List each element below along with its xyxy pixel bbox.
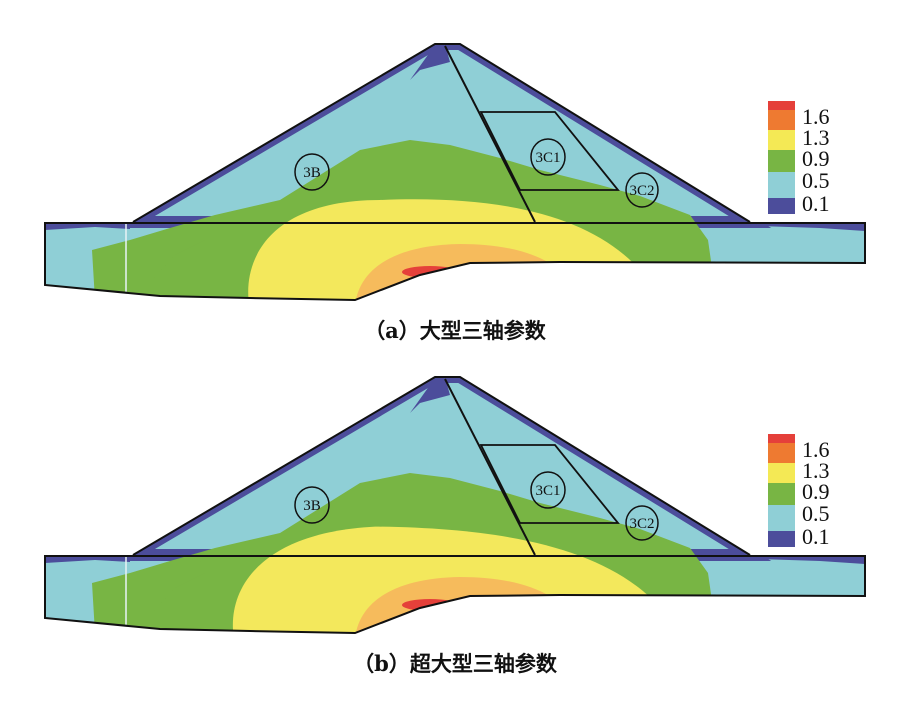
contour-band-0.1-crest: [410, 377, 450, 413]
foundation-outline: [44, 555, 866, 635]
legend-label: 1.6: [802, 437, 830, 462]
legend-label: 0.9: [802, 146, 830, 171]
zone-label-3b: 3B: [303, 498, 321, 514]
legend-label: 0.5: [802, 168, 830, 193]
legend-swatch: [768, 110, 795, 130]
core-boundary-line: [444, 378, 536, 556]
zone-label-3b: 3B: [303, 165, 321, 181]
zone-label-3c2: 3C2: [629, 183, 654, 199]
contour-band-0.9-left: [150, 220, 265, 300]
zone-label-circle: [294, 486, 330, 524]
legend-swatch: [768, 150, 795, 172]
zone-label-circle: [530, 471, 566, 509]
zone-label-3c2: 3C2: [629, 516, 654, 532]
core-boundary-line: [444, 45, 536, 223]
zone-label-3c1: 3C1: [535, 150, 560, 166]
dam-outline: [132, 43, 751, 223]
legend-swatch: [768, 101, 795, 110]
panel-caption: （a）大型三轴参数: [364, 318, 547, 343]
legend-swatch: [768, 531, 795, 547]
foundation-outline: [44, 222, 866, 302]
contour-fill: [45, 44, 865, 300]
zone-label-circle: [530, 138, 566, 176]
legend-swatch: [768, 483, 795, 505]
legend-swatch: [768, 443, 795, 463]
legend-swatch: [768, 172, 795, 198]
dam-outline: [132, 376, 751, 556]
zone-label-circle: [294, 153, 330, 191]
legend-label: 1.6: [802, 104, 830, 129]
zone-3c1-boundary: [479, 111, 620, 191]
legend-label: 1.3: [802, 125, 830, 150]
legend-swatch: [768, 505, 795, 531]
panel-b: 3B 3C1 3C2 1.61.30.90.50.1 （b）超大型三轴参数: [44, 376, 866, 676]
zone-3c1-boundary: [479, 444, 620, 524]
contour-band-0.1-right: [750, 555, 865, 564]
contour-band-0.1-crest: [410, 44, 450, 80]
zone-label-3c1: 3C1: [535, 483, 560, 499]
legend-swatch: [768, 198, 795, 214]
legend-label: 0.5: [802, 501, 830, 526]
panel-a: 3B 3C1 3C2 1.61.30.90.50.1 （a）大型三轴参数: [44, 43, 866, 343]
panel-caption: （b）超大型三轴参数: [353, 651, 558, 676]
contour-band-0.1-right: [750, 222, 865, 231]
legend-swatch: [768, 463, 795, 483]
legend-label: 1.3: [802, 458, 830, 483]
zone-label-circle: [625, 172, 659, 208]
legend-label: 0.9: [802, 479, 830, 504]
zone-label-circle: [625, 505, 659, 541]
legend-swatch: [768, 434, 795, 443]
legend-swatch: [768, 130, 795, 150]
contour-fill: [45, 377, 865, 633]
legend-label: 0.1: [802, 524, 830, 549]
legend-label: 0.1: [802, 191, 830, 216]
